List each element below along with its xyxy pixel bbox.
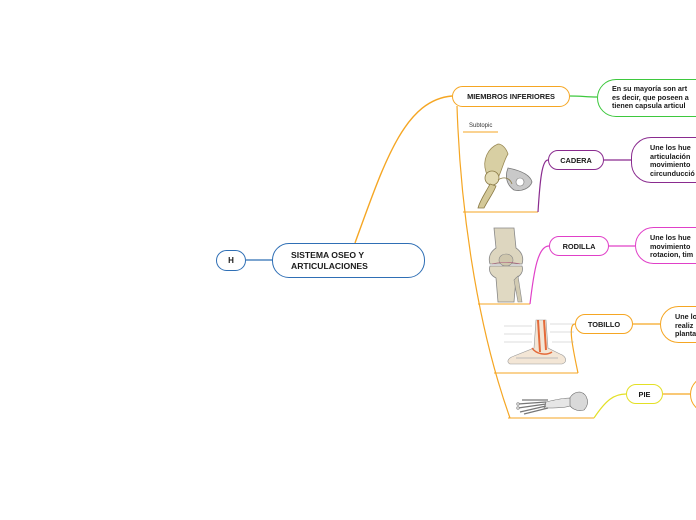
ankle-diagram-image: [504, 319, 574, 365]
node-h-label: H: [228, 256, 234, 265]
node-sistema-oseo-line-1: SISTEMA OSEO Y: [291, 250, 365, 260]
subtopic-label[interactable]: Subtopic: [469, 123, 493, 129]
node-cadera-label: CADERA: [560, 155, 592, 165]
node-rodilla-desc[interactable]: Une los hue movimiento rotacion, tim: [635, 227, 696, 264]
desc-tobillo-line-3: planta: [675, 329, 696, 339]
desc-rodilla-line-3: rotacion, tim: [650, 250, 694, 260]
desc-rodilla-line-2: movimiento: [650, 241, 691, 251]
desc-cadera-line-1: Une los hue: [650, 143, 691, 152]
node-cadera[interactable]: CADERA: [548, 150, 604, 170]
foot-bones-image: [516, 391, 588, 415]
node-cadera-desc[interactable]: Une los hue articulación movimiento circ…: [631, 137, 696, 183]
node-pie-label: PIE: [638, 389, 651, 399]
link-miembros-children: [456, 105, 511, 419]
node-miembros-inferiores[interactable]: MIEMBROS INFERIORES: [452, 86, 570, 107]
node-h[interactable]: H: [216, 250, 246, 271]
knee-bone-image: [488, 227, 524, 303]
desc-tobillo-line-2: realiz: [675, 320, 694, 330]
link-tobillo: [570, 323, 579, 374]
node-miembros-desc[interactable]: En su mayoría son art es decir, que pose…: [597, 79, 696, 117]
link-cadera: [537, 159, 549, 213]
node-tobillo-desc[interactable]: Une lo realiz planta: [660, 306, 696, 343]
desc-miembros-line-3: tienen capsula articul: [612, 101, 686, 111]
desc-rodilla-line-1: Une los hue: [650, 233, 691, 242]
link-root-miembros: [354, 95, 453, 244]
desc-cadera-line-3: movimiento: [650, 160, 691, 170]
node-tobillo-label: TOBILLO: [587, 319, 621, 329]
node-miembros-inferiores-label: MIEMBROS INFERIORES: [467, 92, 555, 101]
desc-miembros-line-2: es decir, que poseen a: [612, 92, 689, 102]
desc-cadera-line-4: circunducció: [650, 168, 695, 178]
desc-tobillo-line-1: Une lo: [675, 312, 696, 321]
node-rodilla-label: RODILLA: [562, 241, 596, 251]
link-pie: [593, 393, 627, 419]
hip-bone-image: [477, 143, 533, 209]
desc-cadera-line-2: articulación: [650, 151, 691, 161]
link-rodilla: [529, 245, 550, 305]
node-tobillo[interactable]: TOBILLO: [575, 314, 633, 334]
desc-miembros-line-1: En su mayoría son art: [612, 84, 688, 93]
node-pie[interactable]: PIE: [626, 384, 663, 404]
node-sistema-oseo-line-2: ARTICULACIONES: [291, 260, 368, 271]
node-rodilla[interactable]: RODILLA: [549, 236, 609, 256]
link-miembros-desc: [569, 95, 598, 98]
node-sistema-oseo[interactable]: SISTEMA OSEO Y ARTICULACIONES: [272, 243, 425, 278]
